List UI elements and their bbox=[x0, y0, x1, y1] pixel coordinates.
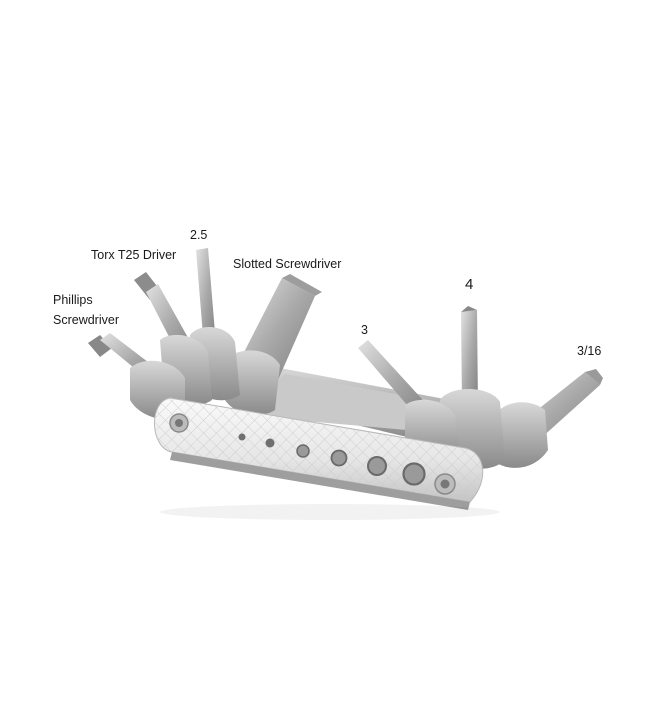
label-hex-4: 4 bbox=[465, 276, 474, 293]
label-hex-2-5: 2.5 bbox=[190, 228, 208, 242]
label-slotted: Slotted Screwdriver bbox=[233, 257, 342, 271]
front-handle bbox=[154, 397, 484, 510]
label-hex-3: 3 bbox=[361, 323, 368, 337]
handle-screw-left bbox=[169, 413, 189, 433]
label-hex-3-16: 3/16 bbox=[577, 344, 602, 358]
slotted-screwdriver bbox=[225, 274, 322, 416]
label-phillips-line1: Phillips bbox=[53, 293, 93, 307]
drop-shadow bbox=[160, 504, 500, 520]
hex-key-3-16 bbox=[495, 369, 603, 468]
label-phillips-line2: Screwdriver bbox=[53, 313, 119, 327]
tool-frame-inner bbox=[262, 374, 440, 432]
handle-screw-right bbox=[434, 473, 456, 495]
label-torx: Torx T25 Driver bbox=[91, 248, 177, 262]
threaded-holes bbox=[238, 433, 426, 486]
